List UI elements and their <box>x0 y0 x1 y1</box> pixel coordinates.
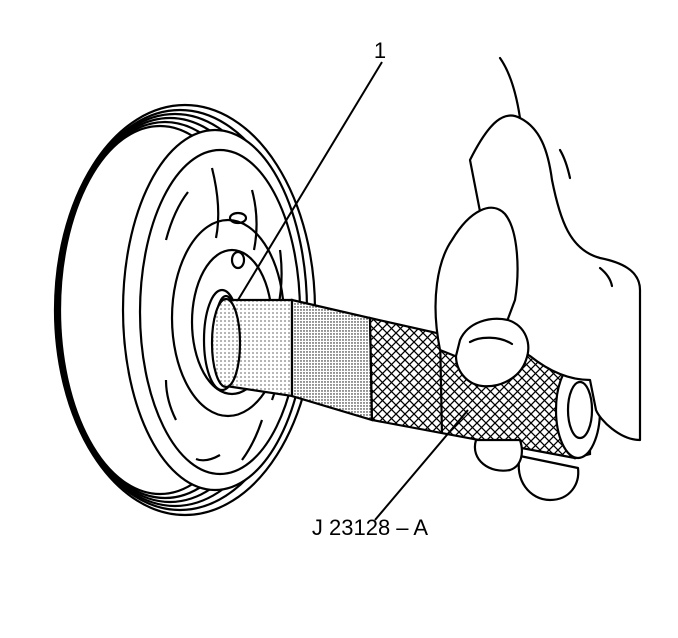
callout-1-label: 1 <box>374 38 386 63</box>
hand <box>434 56 642 502</box>
callout-1-leader <box>237 61 383 301</box>
tool-label-leader <box>374 409 469 521</box>
tool-j23128a <box>210 297 602 460</box>
tool-id-label: J 23128 – A <box>312 515 429 540</box>
